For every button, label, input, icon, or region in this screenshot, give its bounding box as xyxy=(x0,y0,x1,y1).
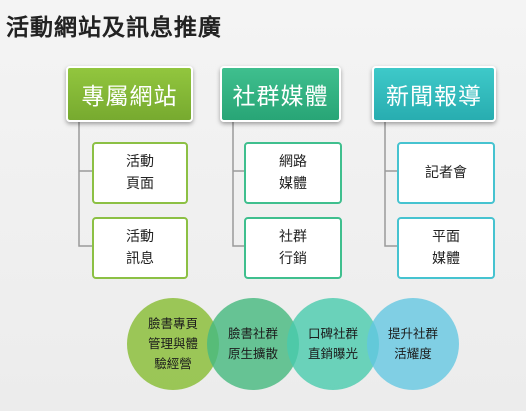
header-news-report: 新聞報導 xyxy=(372,66,496,122)
item-social-marketing: 社群 行銷 xyxy=(244,217,342,279)
item-event-message: 活動 訊息 xyxy=(92,217,188,279)
circle-word-of-mouth: 口碑社群 直銷曝光 xyxy=(287,298,379,390)
item-print-media: 平面 媒體 xyxy=(397,217,495,279)
circle-line: 直銷曝光 xyxy=(307,346,358,361)
item-line: 訊息 xyxy=(126,251,154,267)
item-line: 記者會 xyxy=(425,165,467,181)
item-line: 行銷 xyxy=(279,251,307,267)
header-social-media: 社群媒體 xyxy=(220,66,341,122)
item-line: 頁面 xyxy=(126,176,154,192)
header-exclusive-website: 專屬網站 xyxy=(66,66,193,122)
circle-line: 提升社群 xyxy=(387,326,438,341)
circle-engagement: 提升社群 活耀度 xyxy=(367,298,459,390)
item-online-media: 網路 媒體 xyxy=(244,142,342,204)
page-title: 活動網站及訊息推廣 xyxy=(6,15,222,41)
item-line: 網路 xyxy=(279,154,307,170)
item-line: 活動 xyxy=(126,229,154,245)
item-line: 活動 xyxy=(126,154,154,170)
circle-line: 活耀度 xyxy=(394,346,432,361)
item-event-page: 活動 頁面 xyxy=(92,142,188,204)
circle-line: 臉書專頁 xyxy=(147,316,198,331)
item-line: 平面 xyxy=(432,229,460,245)
item-press-conference: 記者會 xyxy=(397,142,495,204)
circle-line: 口碑社群 xyxy=(307,326,358,341)
circle-line: 驗經營 xyxy=(154,356,192,371)
item-line: 社群 xyxy=(279,229,307,245)
item-line: 媒體 xyxy=(279,176,307,192)
circle-line: 原生擴散 xyxy=(227,346,278,361)
item-line: 媒體 xyxy=(432,251,460,267)
circle-facebook-page: 臉書專頁 管理與體 驗經營 xyxy=(127,298,219,390)
circle-facebook-community: 臉書社群 原生擴散 xyxy=(207,298,299,390)
circle-line: 臉書社群 xyxy=(227,326,278,341)
circle-line: 管理與體 xyxy=(147,336,198,351)
